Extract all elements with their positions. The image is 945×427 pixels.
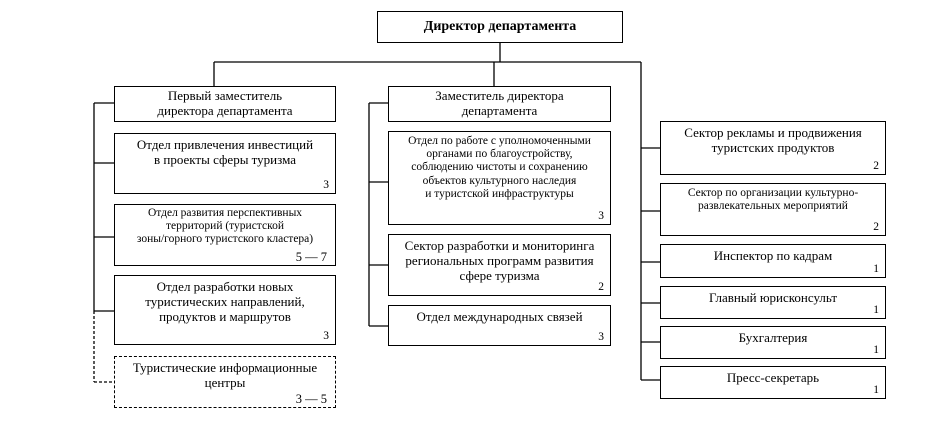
d-unit-international-count: 3 <box>598 330 604 343</box>
deputy-box: Заместитель директора департамента <box>388 86 611 122</box>
direct-unit-advertising: Сектор рекламы и продвижения туристских … <box>660 121 886 175</box>
d-unit-international-label: Отдел международных связей <box>416 309 583 324</box>
fd-unit-new-directions-label: Отдел разработки новых туристических нап… <box>145 279 305 325</box>
direct-unit-events: Сектор по организации культурно- развлек… <box>660 183 886 236</box>
direct-unit-accounting: Бухгалтерия 1 <box>660 326 886 359</box>
direct-unit-press: Пресс-секретарь 1 <box>660 366 886 399</box>
fd-unit-territories: Отдел развития перспективных территорий … <box>114 204 336 266</box>
d-unit-international: Отдел международных связей 3 <box>388 305 611 346</box>
first-deputy-box: Первый заместитель директора департамент… <box>114 86 336 122</box>
fd-unit-new-directions-count: 3 <box>323 329 329 342</box>
direct-unit-hr-inspector-count: 1 <box>873 262 879 275</box>
fd-unit-territories-text: Отдел развития перспективных территорий … <box>136 207 314 246</box>
direct-unit-events-label: Сектор по организации культурно- развлек… <box>687 187 859 213</box>
d-unit-programs-label: Сектор разработки и мониторинга регионал… <box>404 238 595 284</box>
d-unit-authorities: Отдел по работе с уполномоченными органа… <box>388 131 611 225</box>
direct-unit-legal-label: Главный юрисконсульт <box>708 290 837 305</box>
direct-unit-legal: Главный юрисконсульт 1 <box>660 286 886 319</box>
fd-unit-investment-count: 3 <box>323 178 329 191</box>
fd-unit-new-directions: Отдел разработки новых туристических нап… <box>114 275 336 345</box>
deputy-label: Заместитель директора департамента <box>435 88 564 119</box>
first-deputy-label: Первый заместитель директора департамент… <box>157 88 293 119</box>
direct-unit-legal-count: 1 <box>873 303 879 316</box>
direct-unit-accounting-label: Бухгалтерия <box>738 330 808 345</box>
fd-unit-info-centers-count: 3 — 5 <box>295 391 327 406</box>
direct-unit-hr-inspector: Инспектор по кадрам 1 <box>660 244 886 278</box>
direct-unit-events-count: 2 <box>873 220 879 233</box>
fd-unit-investment-label: Отдел привлечения инвестиций в проекты с… <box>136 137 314 168</box>
d-unit-programs-count: 2 <box>598 280 604 293</box>
fd-unit-investment: Отдел привлечения инвестиций в проекты с… <box>114 133 336 194</box>
d-unit-programs: Сектор разработки и мониторинга регионал… <box>388 234 611 296</box>
fd-unit-territories-count: 5 — 7 <box>295 249 327 264</box>
direct-unit-hr-inspector-label: Инспектор по кадрам <box>713 248 833 263</box>
direct-unit-advertising-count: 2 <box>873 159 879 172</box>
direct-unit-press-label: Пресс-секретарь <box>726 370 820 385</box>
d-unit-authorities-count: 3 <box>598 209 604 222</box>
fd-unit-territories-label: Отдел развития перспективных территорий … <box>119 207 331 247</box>
direct-unit-accounting-count: 1 <box>873 343 879 356</box>
d-unit-authorities-label: Отдел по работе с уполномоченными органа… <box>408 135 591 200</box>
direct-unit-advertising-label: Сектор рекламы и продвижения туристских … <box>684 125 862 156</box>
fd-unit-info-centers: Туристические информационные центры 3 — … <box>114 356 336 408</box>
director-box: Директор департамента <box>377 11 623 43</box>
fd-unit-info-centers-label: Туристические информационные центры <box>132 360 318 391</box>
director-label: Директор департамента <box>423 19 577 34</box>
direct-unit-press-count: 1 <box>873 383 879 396</box>
